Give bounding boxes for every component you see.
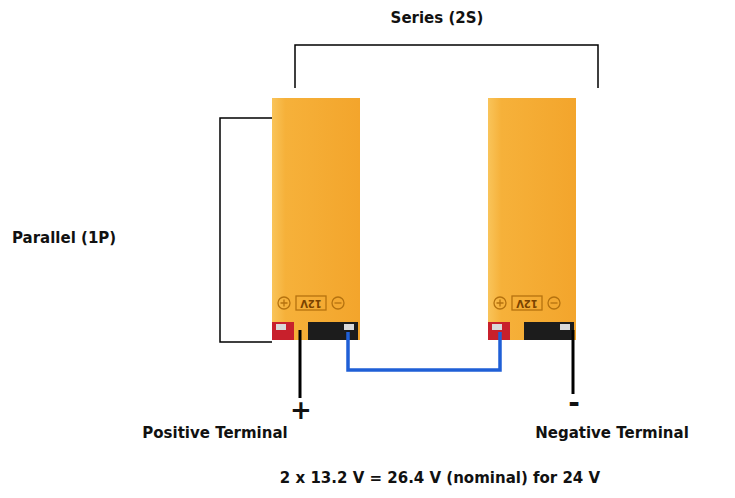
parallel-bracket xyxy=(220,118,272,342)
voltage-mark: 12V xyxy=(516,298,538,309)
battery: 12V xyxy=(488,98,576,340)
positive-lead xyxy=(299,330,302,398)
terminal-label: Negative Terminal xyxy=(535,425,689,442)
battery: 12V xyxy=(272,98,360,340)
terminal-label: Positive Terminal xyxy=(142,425,287,442)
series-wire xyxy=(348,332,500,370)
formula-note: 2 x 13.2 V = 26.4 V (nominal) for 24 V xyxy=(280,470,600,487)
negative-lead xyxy=(572,330,575,394)
voltage-mark: 12V xyxy=(300,298,322,309)
bracket-label: Parallel (1P) xyxy=(12,230,116,247)
polarity-sign: + xyxy=(290,396,312,425)
bracket-label: Series (2S) xyxy=(391,10,484,27)
polarity-sign: - xyxy=(568,388,580,419)
battery-body xyxy=(488,98,576,340)
battery-body xyxy=(272,98,360,340)
series-bracket xyxy=(295,45,598,88)
